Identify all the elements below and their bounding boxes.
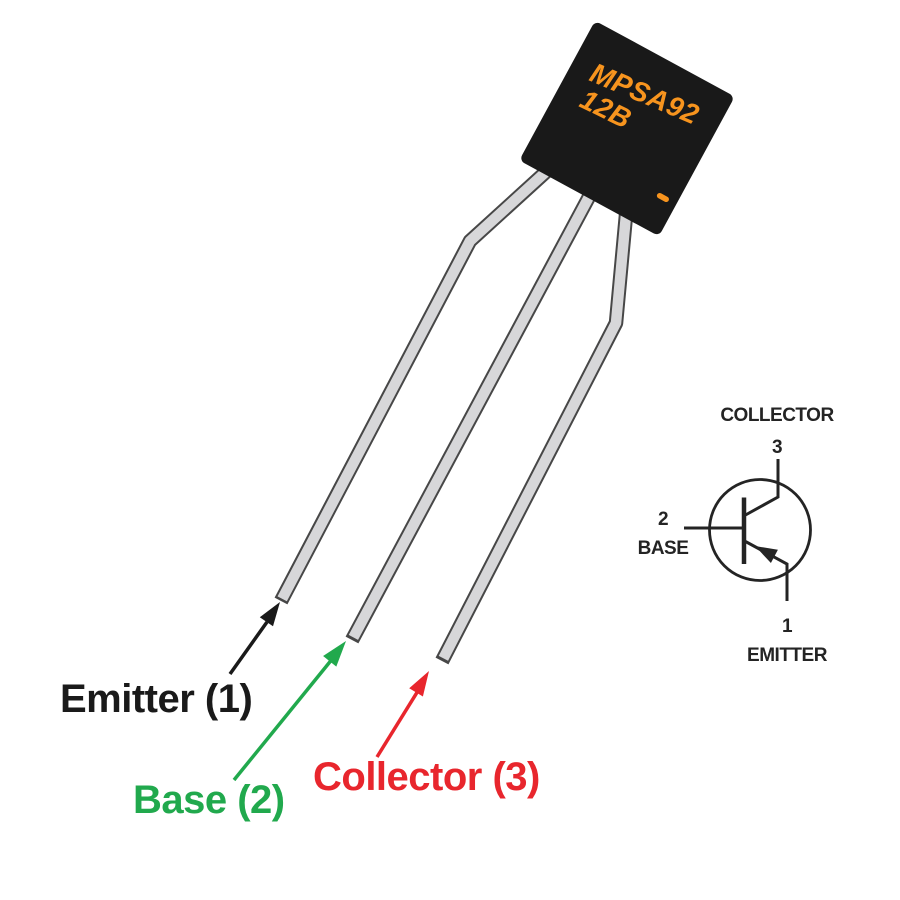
transistor-leads (274, 164, 634, 665)
schematic-collector-lead (744, 459, 780, 517)
schematic-symbol (684, 459, 812, 601)
emitter-arrow-line (228, 620, 269, 676)
package-index-dash (656, 192, 669, 203)
schematic-emitter-pin-number: 1 (782, 616, 793, 637)
emitter-lead-leg (277, 166, 552, 602)
schematic-emitter-arrowhead-icon (755, 546, 778, 563)
transistor-body (521, 22, 733, 235)
emitter-arrowhead-icon (259, 602, 280, 627)
schematic-base-pin-number: 2 (658, 509, 668, 530)
schematic-collector-label: COLLECTOR (720, 405, 834, 426)
collector-label: Collector (3) (313, 755, 540, 799)
callout-arrows (228, 602, 429, 782)
schematic-labels: COLLECTOR 3 2 BASE 1 EMITTER (638, 405, 835, 666)
collector-lead-leg (438, 214, 632, 661)
schematic-collector-pin-number: 3 (772, 437, 782, 458)
base-arrowhead-icon (323, 641, 346, 667)
schematic-base-label: BASE (638, 538, 689, 559)
emitter-label: Emitter (1) (60, 677, 252, 721)
schematic-circle (708, 478, 812, 582)
base-arrow-line (232, 659, 333, 782)
collector-lead-leg-outline (435, 214, 634, 665)
base-lead-leg (348, 192, 595, 640)
transistor-body-group (521, 22, 733, 235)
collector-arrowhead-icon (409, 671, 429, 697)
schematic-emitter-label: EMITTER (747, 645, 828, 666)
collector-arrow-line (375, 691, 419, 758)
base-label: Base (2) (133, 778, 285, 822)
